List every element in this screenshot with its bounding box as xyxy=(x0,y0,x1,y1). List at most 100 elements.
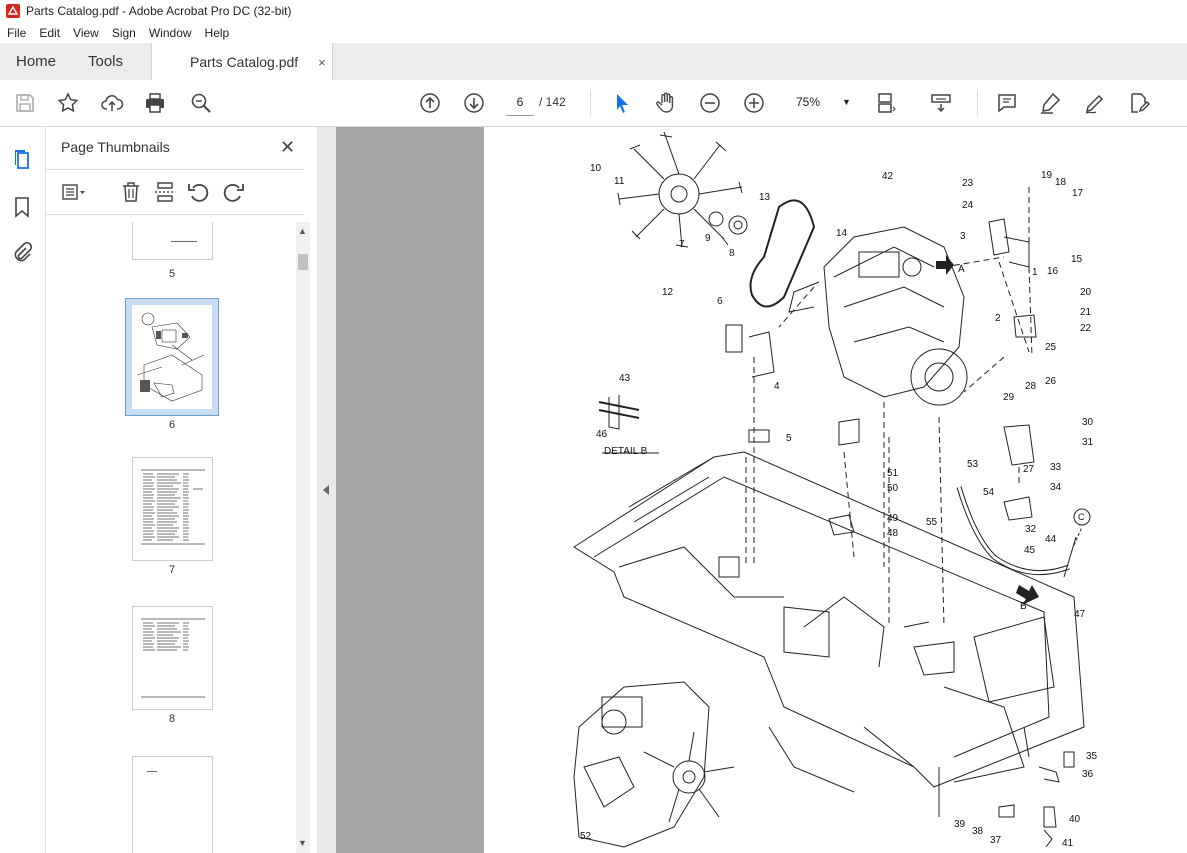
arrow-a-icon xyxy=(936,255,954,275)
extract-pages-icon[interactable] xyxy=(152,179,178,205)
tab-document[interactable]: Parts Catalog.pdf × xyxy=(151,43,333,81)
callout: 7 xyxy=(679,239,685,250)
callout: 27 xyxy=(1023,464,1035,475)
menu-sign[interactable]: Sign xyxy=(111,25,136,40)
engine-sketch-bottom xyxy=(573,681,735,848)
callout: 10 xyxy=(590,163,602,174)
scroll-up-icon[interactable]: ▲ xyxy=(298,226,307,236)
callout: 52 xyxy=(580,831,592,842)
delete-trash-icon[interactable] xyxy=(118,179,144,205)
callout: 21 xyxy=(1080,307,1092,318)
page-thumbnails-icon[interactable] xyxy=(10,148,34,172)
document-view[interactable]: 1 2 3 4 5 6 7 8 9 10 11 12 13 14 15 16 1… xyxy=(336,127,1187,853)
scroll-mode-icon[interactable] xyxy=(928,90,954,116)
thumbnail-tools xyxy=(46,169,304,215)
zoom-out-icon[interactable] xyxy=(697,90,723,116)
thumbnails-panel: Page Thumbnails ✕ 5 xyxy=(46,127,318,853)
belt-drawing xyxy=(749,199,816,308)
previous-page-icon[interactable] xyxy=(417,90,443,116)
fit-page-icon[interactable] xyxy=(873,90,899,116)
thumbnail-diagram xyxy=(132,305,212,409)
tab-tools[interactable]: Tools xyxy=(88,53,124,70)
callout: 13 xyxy=(759,192,771,203)
callout: 11 xyxy=(614,176,625,187)
print-icon[interactable] xyxy=(142,90,168,116)
callout: 15 xyxy=(1071,254,1083,265)
panel-title: Page Thumbnails xyxy=(61,139,170,155)
callout: 23 xyxy=(962,178,974,189)
menu-view[interactable]: View xyxy=(73,25,99,40)
zoom-search-icon[interactable] xyxy=(188,90,214,116)
zoom-in-icon[interactable] xyxy=(741,90,767,116)
select-cursor-icon[interactable] xyxy=(609,90,635,116)
thumbnail-page-6[interactable] xyxy=(126,299,218,415)
callout: 33 xyxy=(1050,462,1062,473)
callout: 37 xyxy=(990,835,1002,846)
page-number-input[interactable]: 6 xyxy=(506,89,534,116)
attachment-clip-icon[interactable] xyxy=(10,241,34,265)
highlight-pen-icon[interactable] xyxy=(1037,90,1063,116)
chevron-down-icon: ▼ xyxy=(842,97,851,107)
callout: 38 xyxy=(972,826,984,837)
thumbnail-table xyxy=(141,618,205,698)
hand-pan-icon[interactable] xyxy=(653,90,679,116)
upload-cloud-icon[interactable] xyxy=(99,90,125,116)
menu-help[interactable]: Help xyxy=(204,25,230,40)
callout: 17 xyxy=(1072,188,1084,199)
callout: 14 xyxy=(836,228,848,239)
callout: 49 xyxy=(887,513,899,524)
thumbnail-page-7[interactable] xyxy=(133,458,212,560)
comment-icon[interactable] xyxy=(994,90,1020,116)
collapse-arrow-icon[interactable] xyxy=(323,485,329,495)
menu-window[interactable]: Window xyxy=(148,25,192,40)
pdf-page: 1 2 3 4 5 6 7 8 9 10 11 12 13 14 15 16 1… xyxy=(484,127,1187,853)
menu-bar: File Edit View Sign Window Help xyxy=(0,22,1187,43)
scroll-thumb[interactable] xyxy=(298,254,308,270)
callout: 39 xyxy=(954,819,966,830)
bookmark-icon[interactable] xyxy=(10,195,34,219)
callout: 46 xyxy=(596,429,608,440)
callout: 16 xyxy=(1047,266,1059,277)
callout: 24 xyxy=(962,200,974,211)
callout: 32 xyxy=(1025,524,1037,535)
rotate-right-icon[interactable] xyxy=(220,179,246,205)
menu-edit[interactable]: Edit xyxy=(39,25,61,40)
save-icon[interactable] xyxy=(12,90,38,116)
callout: 25 xyxy=(1045,342,1057,353)
callout: 34 xyxy=(1050,482,1062,493)
callout-labels: 1 2 3 4 5 6 7 8 9 10 11 12 13 14 15 16 1… xyxy=(580,163,1098,849)
callout: 42 xyxy=(882,171,894,182)
next-page-icon[interactable] xyxy=(461,90,487,116)
callout: 3 xyxy=(960,231,966,242)
thumbnail-page-8[interactable] xyxy=(133,607,212,709)
callout: 2 xyxy=(995,313,1001,324)
toolbar-divider xyxy=(977,90,978,116)
callout: 45 xyxy=(1024,545,1036,556)
page-total: / 142 xyxy=(539,95,566,109)
callout: 41 xyxy=(1062,838,1074,849)
callout: 12 xyxy=(662,287,674,298)
tab-home[interactable]: Home xyxy=(16,53,57,70)
callout: B xyxy=(1020,601,1027,612)
rotate-left-icon[interactable] xyxy=(186,179,212,205)
menu-file[interactable]: File xyxy=(7,25,27,40)
callout: 6 xyxy=(717,296,723,307)
zoom-select[interactable]: 75% ▼ xyxy=(786,89,856,115)
callout: 50 xyxy=(887,483,899,494)
fill-sign-icon[interactable] xyxy=(1126,90,1152,116)
options-menu-icon[interactable] xyxy=(60,179,86,205)
thumbnail-page-9[interactable] xyxy=(133,757,212,853)
tab-close-icon[interactable]: × xyxy=(318,54,326,70)
panel-splitter[interactable] xyxy=(317,127,336,853)
bookmark-star-icon[interactable] xyxy=(55,90,81,116)
engine-drawing xyxy=(788,226,968,406)
callout: 5 xyxy=(786,433,792,444)
callout: C xyxy=(1078,512,1085,522)
thumbnail-page-5[interactable] xyxy=(133,222,212,259)
thumbnail-scrollbar[interactable]: ▲ ▼ xyxy=(296,222,310,853)
scroll-down-icon[interactable]: ▼ xyxy=(298,838,307,848)
callout: 29 xyxy=(1003,392,1015,403)
draw-pen-icon[interactable] xyxy=(1082,90,1108,116)
tab-document-label: Parts Catalog.pdf xyxy=(190,54,299,70)
close-icon[interactable]: ✕ xyxy=(280,137,296,157)
